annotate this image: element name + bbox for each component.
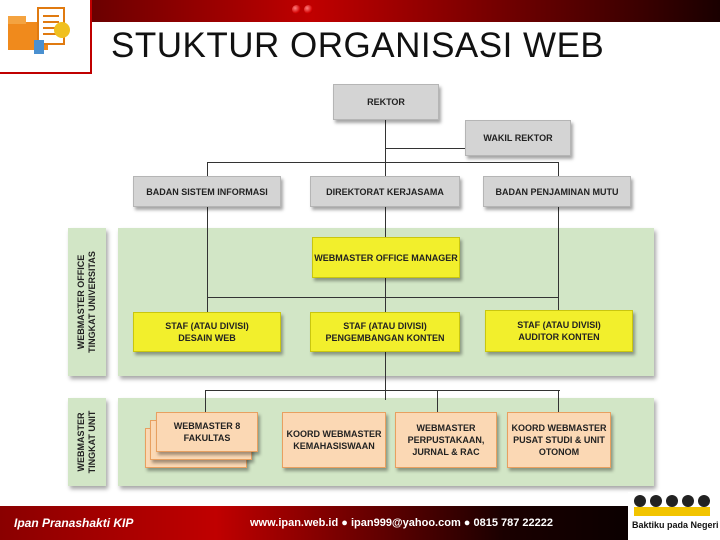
tagline-text: Baktiku pada Negeri: [632, 520, 719, 530]
node-badan-sistem-informasi: BADAN SISTEM INFORMASI: [133, 176, 281, 207]
node-staf-auditor-konten: STAF (ATAU DIVISI) AUDITOR KONTEN: [485, 310, 633, 352]
node-webmaster-perpustakaan: WEBMASTER PERPUSTAKAAN, JURNAL & RAC: [395, 412, 497, 468]
connector-line: [207, 207, 208, 313]
connector-line: [205, 390, 560, 391]
connector-line: [558, 162, 559, 176]
connector-line: [385, 278, 386, 312]
node-koord-pusat-studi: KOORD WEBMASTER PUSAT STUDI & UNIT OTONO…: [507, 412, 611, 468]
side-label-universitas: WEBMASTER OFFICE TINGKAT UNIVERSITAS: [68, 228, 106, 376]
red-dot-icon: [304, 5, 313, 14]
red-dot-icon: [292, 5, 301, 14]
connector-line: [207, 297, 559, 298]
footer-bar: Ipan Pranashakti KIP www.ipan.web.id ● i…: [0, 506, 720, 540]
node-webmaster-fakultas: WEBMASTER 8 FAKULTAS: [156, 412, 258, 452]
footer-name: Ipan Pranashakti KIP: [14, 516, 134, 530]
connector-line: [207, 162, 208, 176]
connector-line: [558, 390, 559, 412]
people-logo-icon: [634, 495, 710, 516]
connector-line: [385, 207, 386, 237]
node-staf-pengembangan-konten: STAF (ATAU DIVISI) PENGEMBANGAN KONTEN: [310, 312, 460, 352]
footer-contact: www.ipan.web.id ● ipan999@yahoo.com ● 08…: [250, 517, 554, 529]
tagline-logo: [628, 492, 720, 540]
connector-line: [205, 390, 206, 412]
page-title: STUKTUR ORGANISASI WEB: [111, 26, 605, 65]
connector-line: [385, 352, 386, 400]
connector-line: [437, 390, 438, 412]
node-staf-desain-web: STAF (ATAU DIVISI) DESAIN WEB: [133, 312, 281, 352]
node-direktorat-kerjasama: DIREKTORAT KERJASAMA: [310, 176, 460, 207]
logo: [0, 0, 92, 74]
connector-line: [207, 162, 559, 163]
connector-line: [558, 207, 559, 313]
node-badan-penjaminan-mutu: BADAN PENJAMINAN MUTU: [483, 176, 631, 207]
node-koord-kemahasiswaan: KOORD WEBMASTER KEMAHASISWAAN: [282, 412, 386, 468]
node-rektor: REKTOR: [333, 84, 439, 120]
node-webmaster-office-manager: WEBMASTER OFFICE MANAGER: [312, 237, 460, 278]
top-banner: [92, 0, 720, 22]
side-label-unit: WEBMASTER TINGKAT UNIT: [68, 398, 106, 486]
node-wakil-rektor: WAKIL REKTOR: [465, 120, 571, 156]
connector-line: [385, 148, 465, 149]
folder-logo-icon: [8, 7, 70, 54]
